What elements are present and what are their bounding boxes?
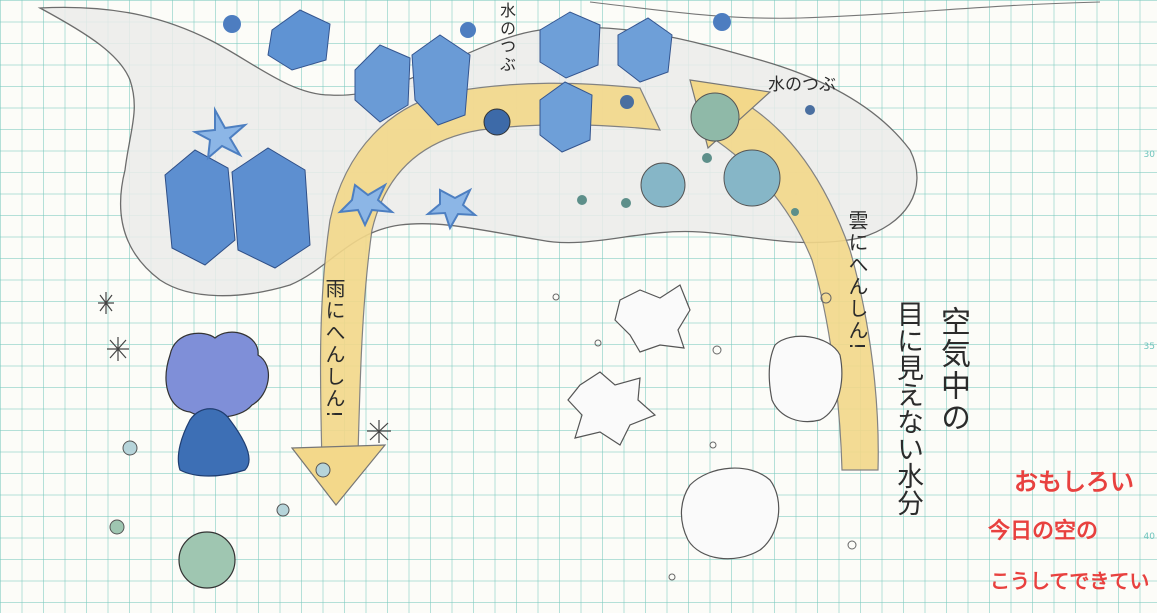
cloud-top-edge xyxy=(590,2,1100,18)
green-droplet-character xyxy=(179,532,235,588)
label-air-moisture-2: 目に見えない水分 xyxy=(892,300,922,516)
tiny-droplet xyxy=(110,520,124,534)
tiny-droplet xyxy=(277,504,289,516)
teacher-comment-line-3: こうしてできてい xyxy=(990,565,1149,594)
tiny-droplet xyxy=(123,441,137,455)
label-air-moisture-1: 空気中の xyxy=(936,306,968,434)
margin-number: 40 xyxy=(1144,532,1155,542)
vapor-characters xyxy=(568,285,842,559)
margin-number: 30 xyxy=(1144,150,1155,160)
label-cloud-transform: 雲にへんしん! xyxy=(846,210,868,352)
teacher-comment-line-1: おもしろい xyxy=(1014,462,1134,497)
tiny-droplet xyxy=(316,463,330,477)
label-rain-transform: 雨にへんしん! xyxy=(323,278,345,420)
ice-blob-character xyxy=(166,332,268,417)
label-water-drops-right: 水のつぶ xyxy=(768,70,836,95)
label-water-drops-vertical: 水のつぶ xyxy=(494,2,518,74)
teacher-comment-line-2: 今日の空の xyxy=(988,513,1098,545)
water-slime-character xyxy=(178,409,249,476)
margin-number: 35 xyxy=(1144,342,1155,352)
rain-arrow-head xyxy=(292,445,385,505)
